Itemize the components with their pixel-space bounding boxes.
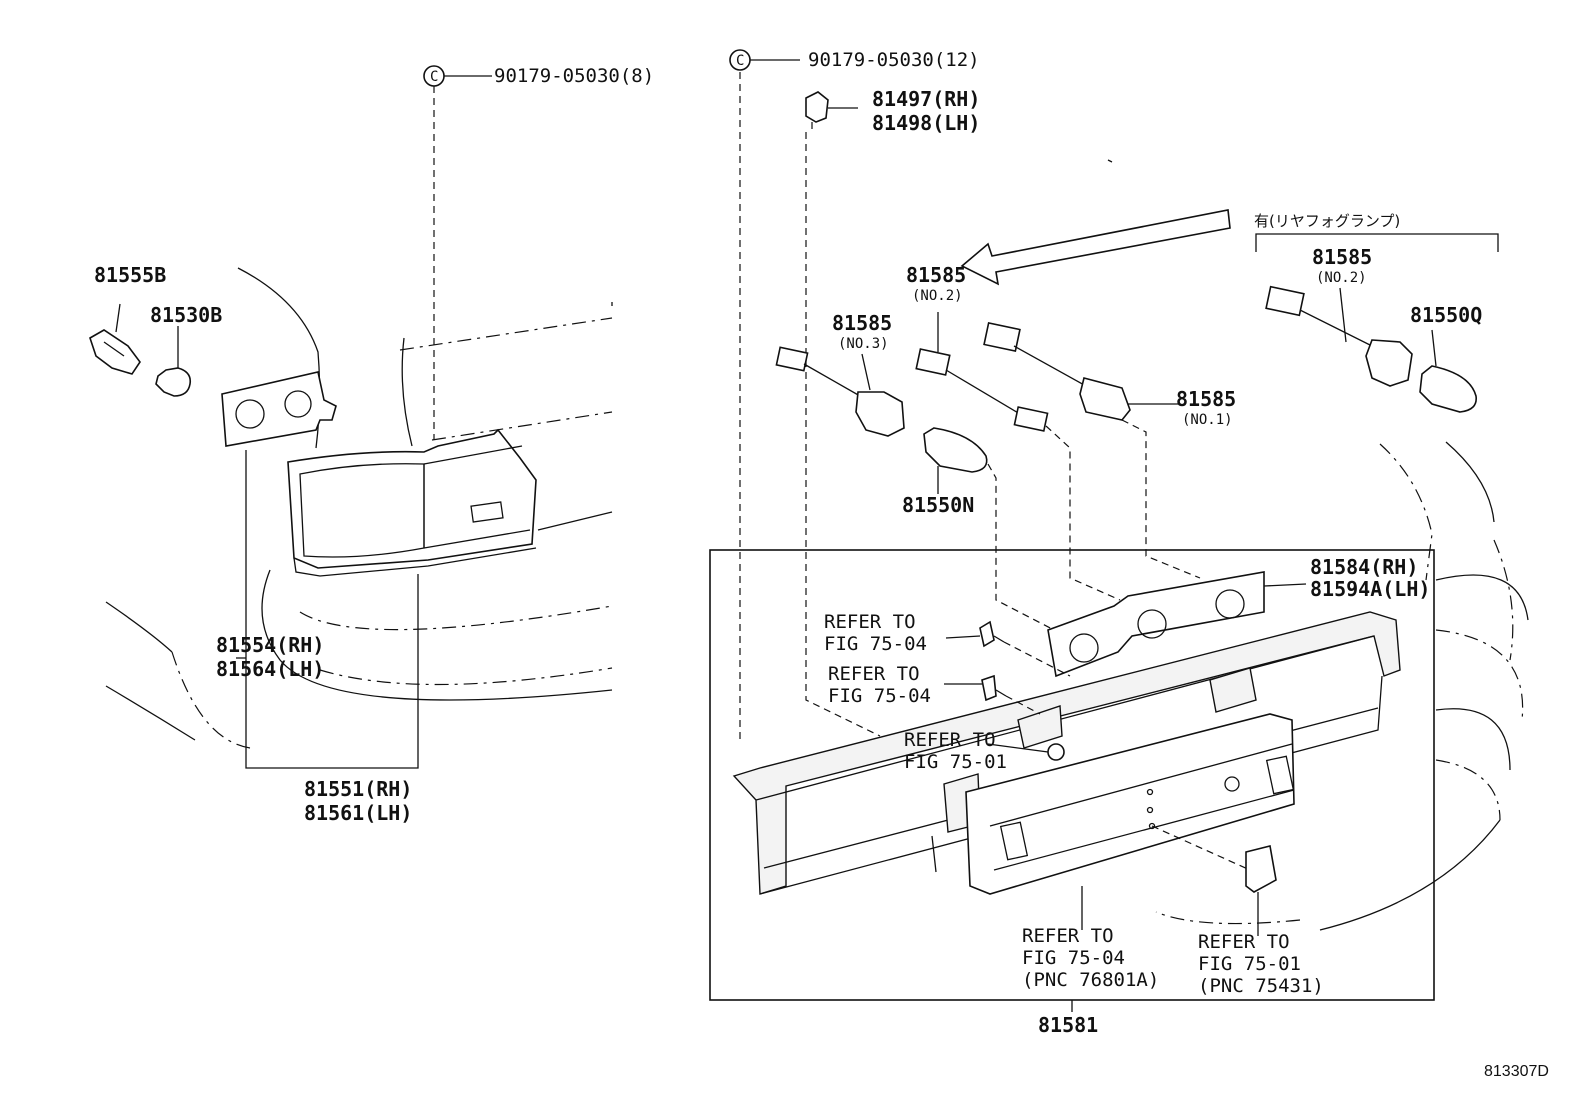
svg-text:C: C xyxy=(430,69,438,85)
fog-arrow-icon xyxy=(960,209,1231,286)
label-left-lens-lh: 81564(LH) xyxy=(216,657,324,681)
label-fog-wire-sub: (NO.2) xyxy=(1316,270,1367,286)
wire-no2-icon xyxy=(915,312,1121,601)
label-ref5-line1: REFER TO xyxy=(1198,931,1290,953)
label-wire-no1-sub: (NO.1) xyxy=(1182,412,1233,428)
label-ref2-line2: FIG 75-04 xyxy=(828,685,931,707)
license-lamp-icon xyxy=(1081,845,1277,936)
left-body-outline xyxy=(105,267,613,749)
left-lamp-icon xyxy=(287,428,537,577)
label-ref2-line1: REFER TO xyxy=(828,663,920,685)
label-fog-wire: 81585 xyxy=(1312,245,1372,269)
label-ref1-line1: REFER TO xyxy=(824,611,916,633)
label-left-lamp-lh: 81561(LH) xyxy=(304,801,412,825)
fog-bulb-icon xyxy=(1419,329,1477,413)
label-ref5-line3: (PNC 75431) xyxy=(1198,975,1324,997)
label-wire-no2-sub: (NO.2) xyxy=(912,288,963,304)
screw-1-icon xyxy=(945,620,1071,677)
label-ref3-line2: FIG 75-01 xyxy=(904,751,1007,773)
label-ref4-line2: FIG 75-04 xyxy=(1022,947,1125,969)
wire-no3-icon xyxy=(775,346,905,437)
right-body-outline xyxy=(1107,159,1529,931)
label-wire-no1: 81585 xyxy=(1176,387,1236,411)
screw-2-icon xyxy=(944,674,1041,715)
label-wire-no3-sub: (NO.3) xyxy=(838,336,889,352)
fog-wire-icon xyxy=(1265,285,1413,387)
label-wire-no2: 81585 xyxy=(906,263,966,287)
label-ref1-line2: FIG 75-04 xyxy=(824,633,927,655)
bulb-81550n-icon xyxy=(923,427,1059,633)
svg-text:C: C xyxy=(736,53,744,69)
left-bulb-icon xyxy=(155,326,192,397)
label-ref4-line3: (PNC 76801A) xyxy=(1022,969,1159,991)
left-gasket-plate-icon xyxy=(221,371,337,447)
label-fog-bulb: 81550Q xyxy=(1410,303,1482,327)
label-plate-rh: 81584(RH) xyxy=(1310,555,1418,579)
left-clip-icon: C xyxy=(423,65,492,440)
label-assembly: 81581 xyxy=(1038,1013,1098,1037)
right-clip-icon: C xyxy=(729,49,800,740)
wire-no1-icon xyxy=(983,321,1201,579)
label-left-lens-rh: 81554(RH) xyxy=(216,633,324,657)
label-ref3-line1: REFER TO xyxy=(904,729,996,751)
label-right-clip: 90179-05030(12) xyxy=(808,49,980,71)
label-plate-lh: 81594A(LH) xyxy=(1310,577,1430,601)
label-bulb-81550n: 81550N xyxy=(902,493,974,517)
fog-bracket-line xyxy=(1255,233,1499,252)
nut-icon xyxy=(987,743,1065,761)
label-fog-note: 有(リヤフォグランプ) xyxy=(1254,212,1400,230)
label-bracket-lh: 81498(LH) xyxy=(872,111,980,135)
label-left-socket: 81555B xyxy=(94,263,166,287)
reflector-plate-icon xyxy=(1047,571,1307,678)
left-callout-lines xyxy=(236,450,419,769)
license-panel-icon xyxy=(965,713,1295,895)
label-left-lamp-rh: 81551(RH) xyxy=(304,777,412,801)
label-left-clip: 90179-05030(8) xyxy=(494,65,654,87)
label-wire-no3: 81585 xyxy=(832,311,892,335)
left-socket-icon xyxy=(89,303,141,375)
right-bracket-icon xyxy=(805,91,881,737)
label-left-bulb: 81530B xyxy=(150,303,222,327)
label-ref4-line1: REFER TO xyxy=(1022,925,1114,947)
label-bracket-rh: 81497(RH) xyxy=(872,87,980,111)
diagram-code: 813307D xyxy=(1484,1063,1549,1080)
label-ref5-line2: FIG 75-01 xyxy=(1198,953,1301,975)
